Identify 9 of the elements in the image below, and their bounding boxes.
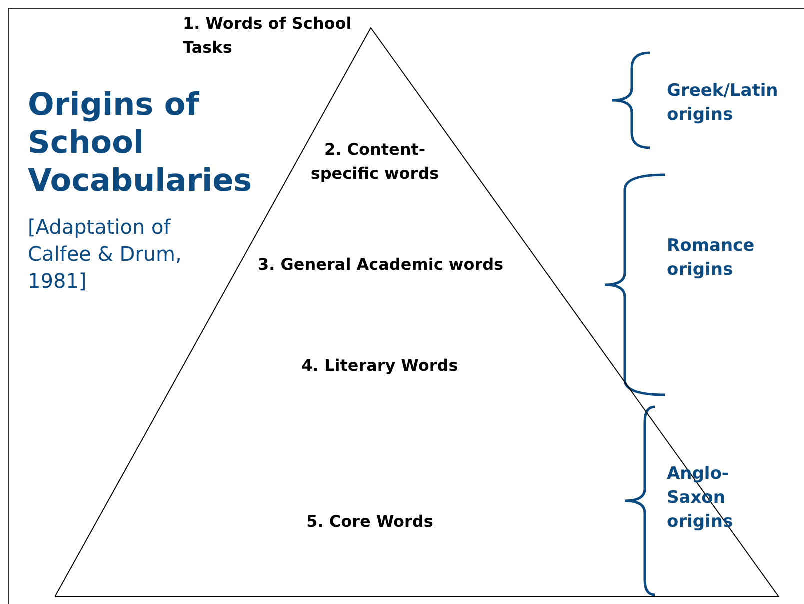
origin-label: Greek/Latin origins — [667, 80, 780, 127]
title: Origins of School Vocabularies — [28, 86, 254, 200]
level-label: 2. Content-specific words — [310, 139, 440, 185]
level-label: 1. Words of School Tasks — [183, 13, 353, 59]
level-label: 3. General Academic words — [258, 254, 505, 276]
level-label: 5. Core Words — [306, 511, 434, 533]
caption: [Adaptation of Calfee & Drum, 1981] — [28, 214, 183, 295]
origin-label: Romance origins — [667, 235, 756, 282]
level-label: 4. Literary Words — [300, 355, 460, 377]
